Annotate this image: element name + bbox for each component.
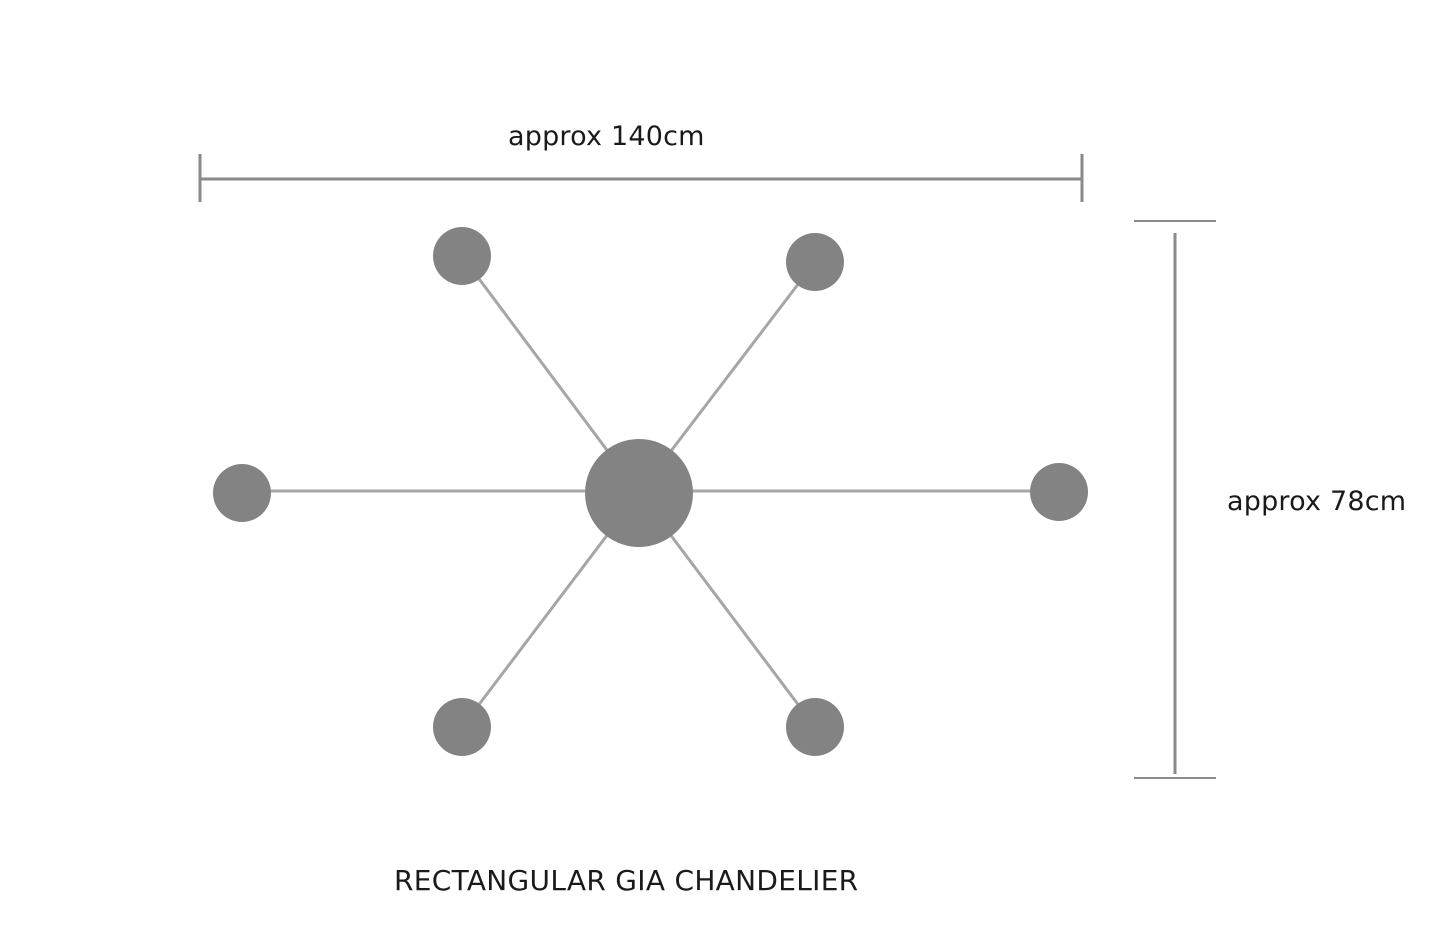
bulb-bottom-left bbox=[433, 698, 491, 756]
center-hub bbox=[585, 439, 693, 547]
bulb-left bbox=[213, 464, 271, 522]
height-dimension-label: approx 78cm bbox=[1227, 486, 1407, 517]
width-dimension-label: approx 140cm bbox=[508, 121, 705, 152]
bulb-right bbox=[1030, 463, 1088, 521]
bulb-top-right bbox=[786, 233, 844, 291]
bulb-top-left bbox=[433, 227, 491, 285]
diagram-title: RECTANGULAR GIA CHANDELIER bbox=[394, 864, 859, 897]
height-dimension bbox=[1134, 220, 1216, 779]
width-dimension bbox=[198, 154, 1084, 202]
bulb-bottom-right bbox=[786, 698, 844, 756]
chandelier-bulbs bbox=[213, 227, 1088, 756]
